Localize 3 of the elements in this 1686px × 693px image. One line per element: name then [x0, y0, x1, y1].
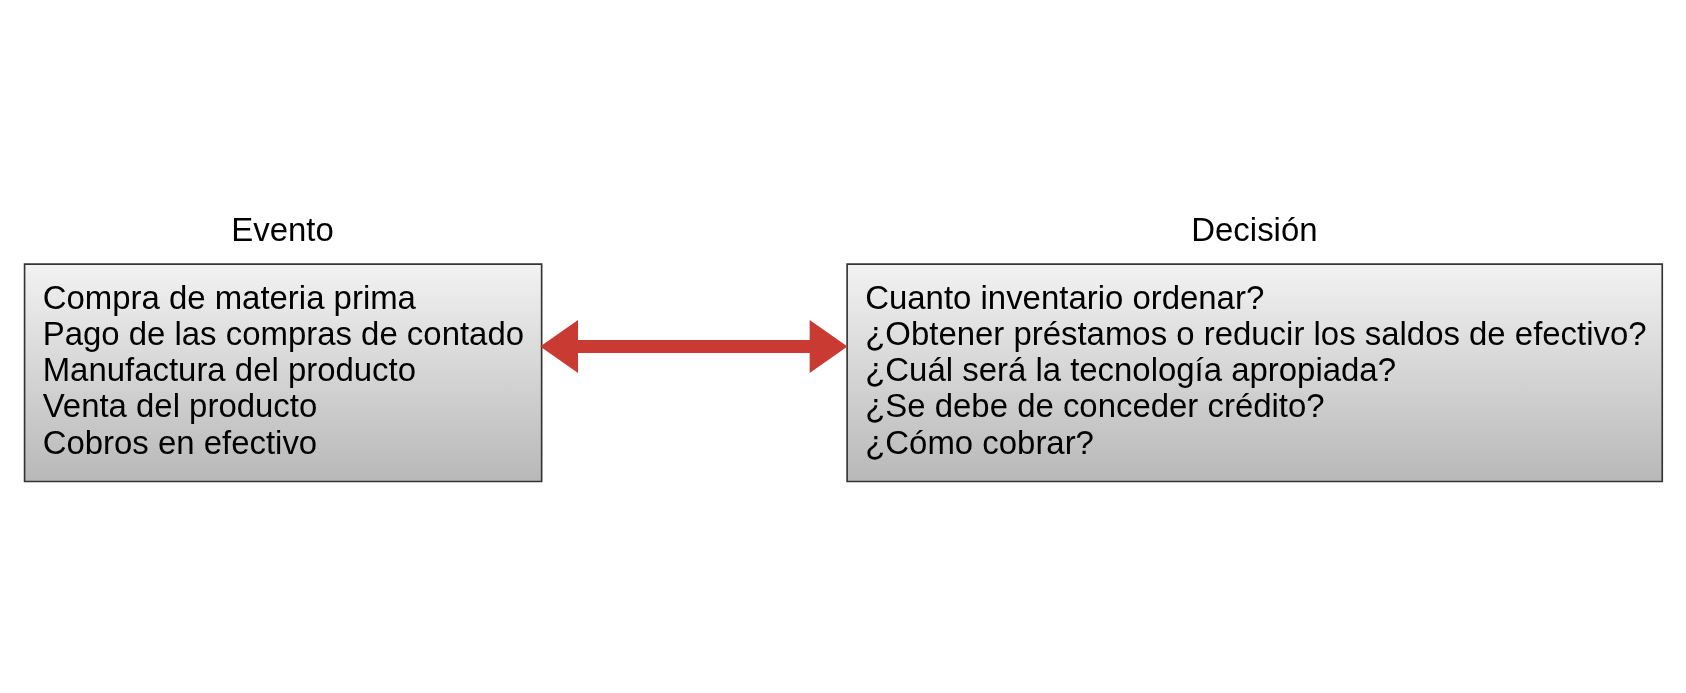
node-label: Decisión: [1191, 211, 1318, 249]
node-label: Evento: [231, 211, 334, 249]
arrow: [540, 320, 848, 373]
